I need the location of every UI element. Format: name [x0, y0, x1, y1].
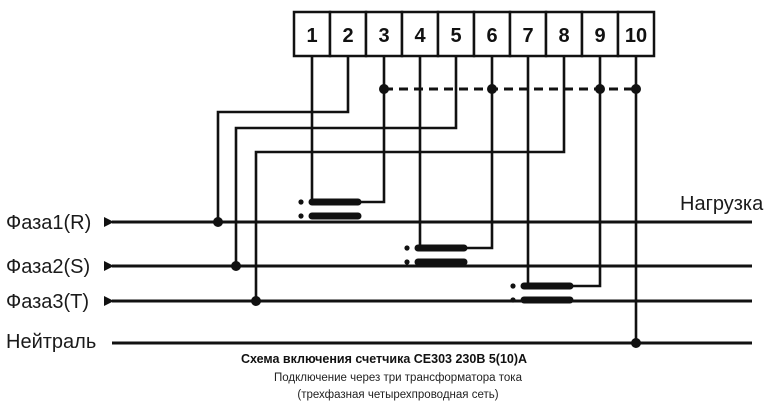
- current-transformer-1: [298, 198, 362, 220]
- phase-1-label: Фаза1(R): [6, 212, 91, 234]
- terminal-9-label: 9: [594, 25, 605, 47]
- arrow-icon: [104, 261, 114, 271]
- phase-3-label: Фаза3(T): [6, 291, 89, 313]
- junction-dot: [213, 217, 223, 227]
- junction-dot: [231, 261, 241, 271]
- current-transformer-2: [404, 244, 468, 266]
- neutral-label: Нейтраль: [6, 331, 96, 353]
- arrow-icon: [104, 296, 114, 306]
- terminal-box: [616, 10, 656, 58]
- arrow-icon: [104, 217, 114, 227]
- terminal-4-label: 4: [414, 25, 426, 47]
- junction-dot: [251, 296, 261, 306]
- diagram-subtitle: Подключение через три трансформатора ток…: [274, 372, 523, 384]
- terminal-box: [544, 10, 584, 58]
- terminal-10-label: 10: [625, 25, 647, 47]
- terminal-6-label: 6: [486, 25, 497, 47]
- terminal-5-label: 5: [450, 25, 461, 47]
- terminal-7-label: 7: [522, 25, 533, 47]
- wire-terminal-3: [360, 56, 386, 204]
- diagram-note: (трехфазная четырехпроводная сеть): [297, 389, 498, 401]
- phase-2-label: Фаза2(S): [6, 256, 90, 278]
- wire-terminal-9: [568, 56, 602, 288]
- terminal-2-label: 2: [342, 25, 353, 47]
- wire-terminal-2: [216, 56, 350, 222]
- diagram-title: Схема включения счетчика СЕ303 230В 5(10…: [241, 352, 527, 366]
- wire-terminal-6: [462, 56, 494, 250]
- terminal-8-label: 8: [558, 25, 569, 47]
- junction-dot: [631, 338, 641, 348]
- load-label: Нагрузка: [680, 193, 764, 215]
- terminal-3-label: 3: [378, 25, 389, 47]
- terminal-block: 1 2 3 4 5 6 7 8 9 10: [292, 10, 656, 58]
- wire-terminal-8: [254, 56, 566, 301]
- wire-terminal-5: [234, 56, 458, 266]
- terminal-1-label: 1: [306, 25, 317, 47]
- current-transformer-3: [510, 282, 574, 304]
